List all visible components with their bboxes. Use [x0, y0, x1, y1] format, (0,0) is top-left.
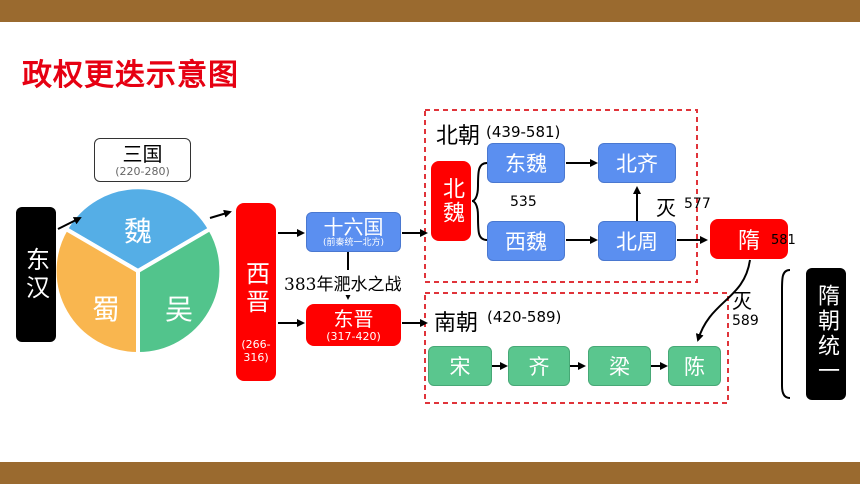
- chen-box: 陈: [668, 346, 721, 386]
- qi-box: 齐: [508, 346, 570, 386]
- sui-year: 581: [771, 233, 796, 248]
- shiliuguo-box: 十六国 (前秦统一北方): [306, 212, 401, 252]
- shiliuguo-label: 十六国: [323, 214, 384, 239]
- liang-label: 梁: [609, 355, 630, 379]
- shu-label: 蜀: [92, 293, 121, 326]
- beiwei-box: 北魏: [431, 161, 471, 241]
- beiqi-mie: 灭: [656, 196, 676, 220]
- donghan-box: 东汉: [16, 207, 56, 342]
- beichao-years: (439-581): [486, 123, 561, 141]
- sui-mie-year: 589: [732, 313, 759, 329]
- sanguo-label: 三国: [122, 141, 163, 166]
- split-year: 535: [510, 194, 537, 210]
- shu-slice: [52, 226, 140, 357]
- wei-label: 魏: [124, 215, 153, 248]
- qi-label: 齐: [528, 355, 550, 379]
- beichao-frame: [424, 109, 698, 283]
- song-box: 宋: [428, 346, 492, 386]
- song-label: 宋: [449, 355, 471, 379]
- beichao-label: 北朝: [436, 124, 481, 149]
- donghan-label: 东汉: [21, 246, 50, 303]
- sui-label: 隋: [737, 229, 760, 254]
- xijin-label: 西晋: [241, 261, 270, 317]
- beiqi-mie-year: 577: [684, 196, 711, 212]
- beiqi-label: 北齐: [616, 152, 658, 176]
- liang-box: 梁: [588, 346, 651, 386]
- unify-label: 隋朝统一: [814, 284, 839, 384]
- xiwei-box: 西魏: [487, 221, 565, 261]
- xijin-box: 西晋: [236, 203, 276, 381]
- shiliuguo-note: (前秦统一北方): [322, 237, 385, 248]
- sui-box: 隋: [710, 219, 788, 259]
- bottom-bar: [0, 462, 860, 484]
- wu-label: 吴: [165, 293, 194, 326]
- wei-slice: [63, 185, 213, 274]
- beizhou-box: 北周: [598, 221, 676, 261]
- sanguo-pie: [52, 185, 224, 357]
- battle-label: 383年淝水之战: [284, 270, 402, 295]
- xiwei-label: 西魏: [505, 230, 547, 254]
- unify-box: 隋朝统一: [806, 268, 846, 400]
- nanchao-years: (420-589): [487, 308, 562, 326]
- beizhou-label: 北周: [616, 230, 658, 254]
- page-title: 政权更迭示意图: [22, 58, 239, 93]
- sanguo-box: 三国 (220-280): [94, 138, 191, 182]
- xijin-years: (266-316): [241, 338, 271, 364]
- sanguo-years: (220-280): [115, 164, 170, 178]
- chen-label: 陈: [684, 355, 705, 379]
- dongjin-years: (317-420): [326, 329, 381, 343]
- beiwei-label: 北魏: [439, 177, 464, 225]
- nanchao-label: 南朝: [434, 311, 479, 336]
- wu-slice: [136, 226, 224, 357]
- sui-mie: 灭: [732, 289, 752, 313]
- dongjin-label: 东晋: [333, 306, 374, 331]
- dongjin-box: 东晋 (317-420): [306, 304, 401, 346]
- beiqi-box: 北齐: [598, 143, 676, 183]
- dongwei-box: 东魏: [487, 143, 565, 183]
- dongwei-label: 东魏: [505, 152, 547, 176]
- top-bar: [0, 0, 860, 22]
